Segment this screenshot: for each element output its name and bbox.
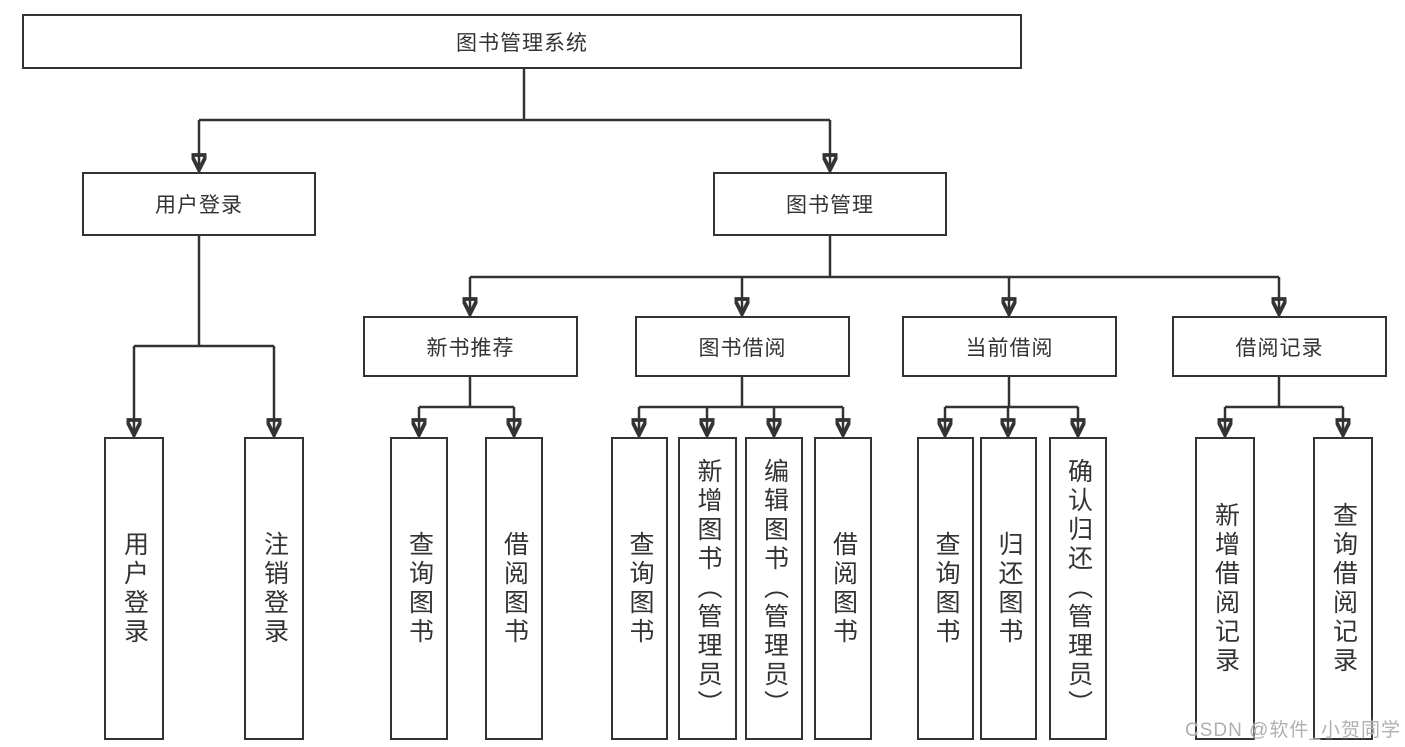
- leaf-recommend-borrow-books: 借阅图书: [485, 437, 543, 740]
- node-library-management-system: 图书管理系统: [22, 14, 1022, 69]
- leaf-borrow-books: 借阅图书: [814, 437, 872, 740]
- csdn-watermark: CSDN @软件_小贺同学: [1185, 720, 1401, 741]
- leaf-edit-books-admin: 编辑图书（管理员）: [745, 437, 803, 740]
- leaf-confirm-return-admin: 确认归还（管理员）: [1049, 437, 1107, 740]
- leaf-add-books-admin: 新增图书（管理员）: [678, 437, 737, 740]
- node-book-management: 图书管理: [713, 172, 947, 236]
- node-new-book-recommend: 新书推荐: [363, 316, 578, 377]
- leaf-query-borrow-record: 查询借阅记录: [1313, 437, 1373, 740]
- node-user-login: 用户登录: [82, 172, 316, 236]
- leaf-logout: 注销登录: [244, 437, 304, 740]
- node-borrow-records: 借阅记录: [1172, 316, 1387, 377]
- leaf-return-books: 归还图书: [980, 437, 1037, 740]
- leaf-borrow-query-books: 查询图书: [611, 437, 668, 740]
- node-current-borrow: 当前借阅: [902, 316, 1117, 377]
- leaf-recommend-query-books: 查询图书: [390, 437, 448, 740]
- leaf-current-query-books: 查询图书: [917, 437, 974, 740]
- node-book-borrow: 图书借阅: [635, 316, 850, 377]
- leaf-add-borrow-record: 新增借阅记录: [1195, 437, 1255, 740]
- leaf-user-login: 用户登录: [104, 437, 164, 740]
